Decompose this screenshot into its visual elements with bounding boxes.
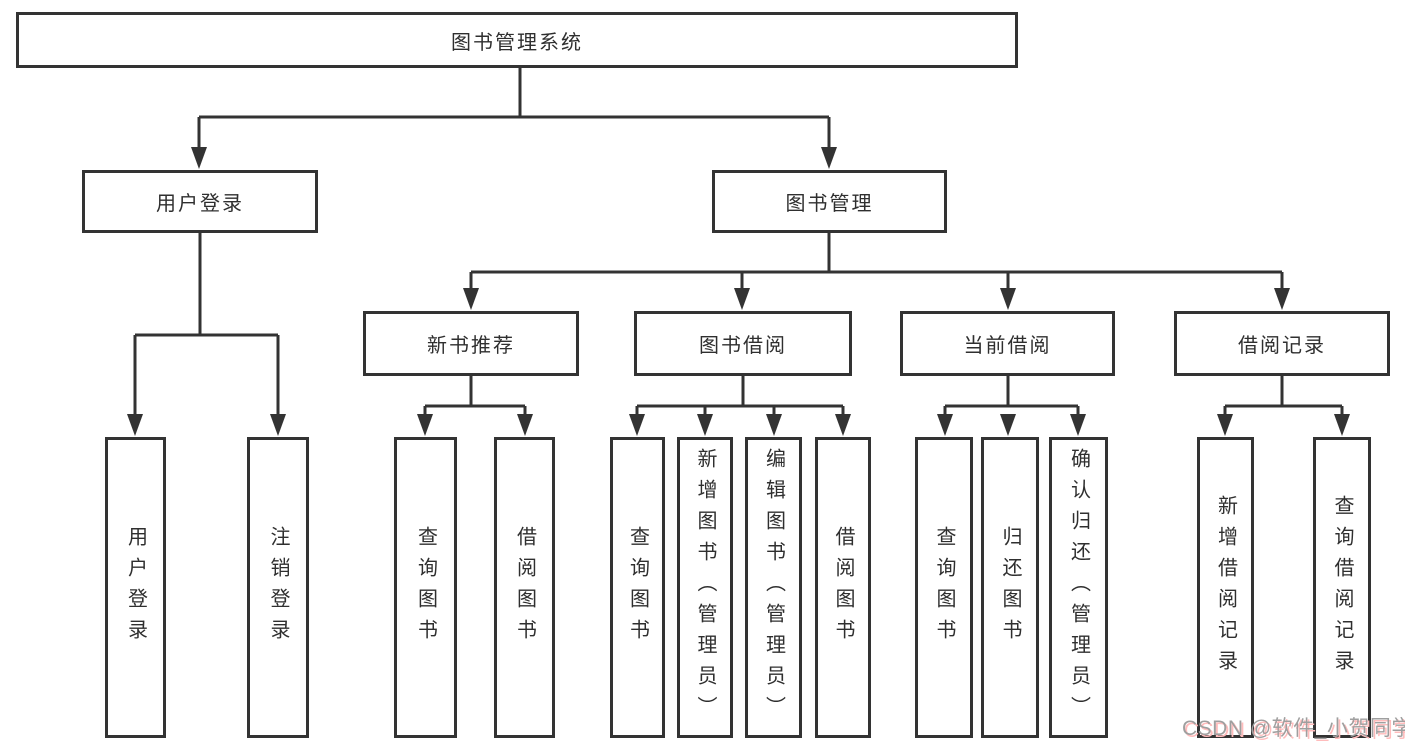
arrowhead [734,288,750,310]
edge-path-userlogin-split [133,233,280,417]
arrowhead [270,414,286,436]
leaf-edit-books-admin: 编辑图书（管理员） [745,437,802,738]
arrowhead [937,414,953,436]
node-new-book-recommend: 新书推荐 [363,311,579,376]
leaf-query-books-recommend: 查询图书 [394,437,457,738]
arrowhead [1070,414,1086,436]
leaf-return-books: 归还图书 [981,437,1039,738]
arrowhead [1334,414,1350,436]
leaf-query-borrow-record: 查询借阅记录 [1313,437,1371,738]
node-borrowing-records: 借阅记录 [1174,311,1390,376]
arrowhead [517,414,533,436]
arrowhead [191,147,207,169]
node-library-management-system: 图书管理系统 [16,12,1018,68]
edge-path-bookmgmt-split [469,233,1284,291]
node-current-borrowing: 当前借阅 [900,311,1115,376]
edge-arrowheads [127,147,1350,436]
leaf-add-books-admin: 新增图书（管理员） [677,437,733,738]
node-user-login: 用户登录 [82,170,318,233]
arrowhead [463,288,479,310]
node-book-borrowing: 图书借阅 [634,311,852,376]
arrowhead [697,414,713,436]
arrowhead [629,414,645,436]
leaf-borrow-books-borrowing: 借阅图书 [815,437,871,738]
arrowhead [766,414,782,436]
edge-path-borrow-split [635,376,845,417]
arrowhead [1274,288,1290,310]
arrowhead [1217,414,1233,436]
edge-path-root-split [197,68,831,150]
edge-path-records-split [1223,376,1344,417]
leaf-query-books-borrowing: 查询图书 [610,437,665,738]
edge-path-current-split [943,376,1080,417]
csdn-watermark: CSDN @软件_小贺同学 [1182,717,1405,740]
arrowhead [127,414,143,436]
leaf-user-login: 用户登录 [105,437,166,738]
leaf-query-books-current: 查询图书 [915,437,973,738]
node-book-management: 图书管理 [712,170,947,233]
leaf-borrow-books-recommend: 借阅图书 [494,437,555,738]
arrowhead [835,414,851,436]
leaf-add-borrow-record: 新增借阅记录 [1197,437,1254,738]
leaf-logout: 注销登录 [247,437,309,738]
arrowhead [417,414,433,436]
leaf-confirm-return-admin: 确认归还（管理员） [1049,437,1108,738]
arrowhead [821,147,837,169]
arrowhead [1000,288,1016,310]
edge-lines [133,68,1344,417]
arrowhead [1000,414,1016,436]
edge-path-newrec-split [423,376,527,417]
